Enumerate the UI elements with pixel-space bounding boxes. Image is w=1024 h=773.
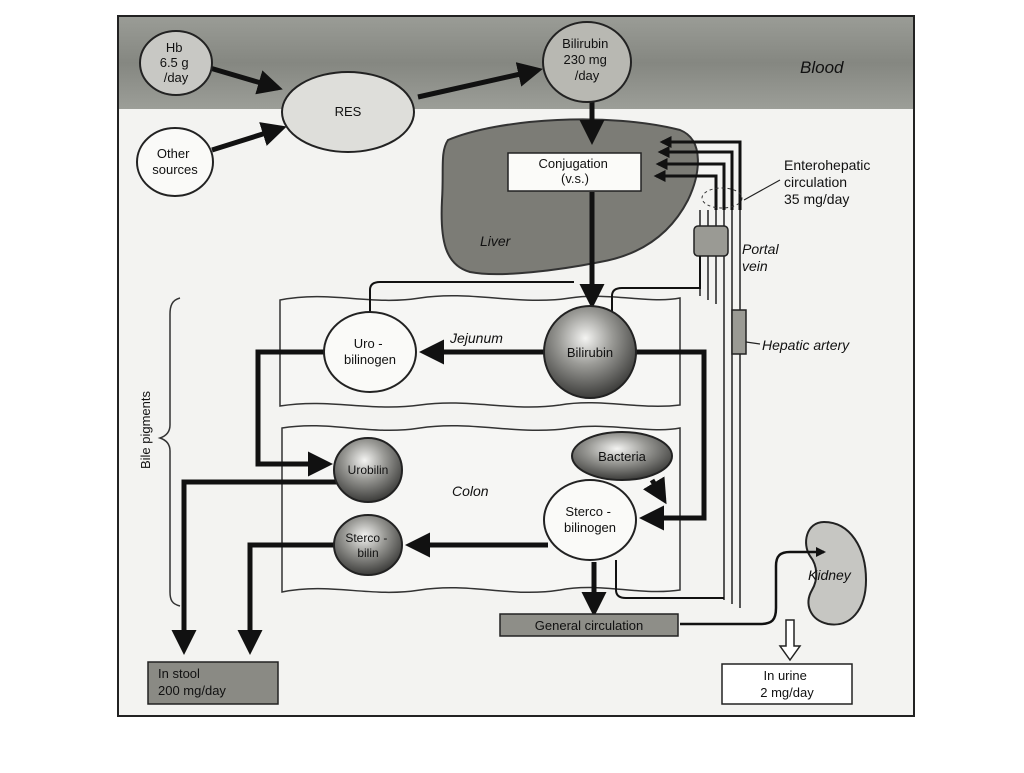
- arrow-bacteria-to-stercobilinogen: [642, 476, 667, 505]
- conjugation-label: Conjugation (v.s.): [538, 156, 611, 186]
- bilirubin-gut-label: Bilirubin: [567, 345, 613, 360]
- res-label: RES: [335, 104, 362, 119]
- stercobilin-node: [333, 514, 403, 576]
- urobilinogen-label: Uro - bilinogen: [344, 336, 396, 367]
- hepatic-artery-pointer: [745, 341, 761, 345]
- colon-label: Colon: [452, 483, 489, 499]
- in-urine-box: [721, 663, 853, 705]
- blood-band: [119, 17, 913, 109]
- urobilinogen-node: [323, 311, 417, 393]
- res-node: [281, 71, 415, 153]
- arrow-urobilinogen-to-urobilin: [255, 349, 333, 477]
- bilirubin-blood-label: Bilirubin 230 mg /day: [562, 36, 612, 83]
- bacteria-label: Bacteria: [598, 449, 646, 464]
- arrow-stercobilin-to-stool: [237, 542, 336, 655]
- jejunum-label: Jejunum: [449, 330, 503, 346]
- hepatic-artery-label: Hepatic artery: [762, 337, 850, 353]
- bile-pigments-label: Bile pigments: [138, 390, 153, 469]
- jejunum-return-left: [369, 281, 574, 312]
- enterohepatic-pointer: [743, 179, 781, 201]
- enterohepatic-label: Enterohepatic circulation 35 mg/day: [784, 157, 874, 207]
- hb-label: Hb 6.5 g /day: [160, 40, 193, 85]
- arrow-bilirubin-to-stercobilinogen: [634, 349, 707, 531]
- general-circulation-box: [499, 613, 679, 637]
- other-sources-node: [136, 127, 214, 197]
- hb-node: [139, 30, 213, 96]
- stercobilinogen-to-portal: [615, 560, 724, 599]
- arrow-general-to-kidney: [680, 547, 826, 626]
- enterohepatic-arrow-3: [655, 158, 726, 210]
- general-circulation-label: General circulation: [535, 618, 643, 633]
- in-stool-box: [147, 661, 279, 705]
- hepatic-artery-cuff: [731, 309, 747, 355]
- conjugation-box: [507, 152, 642, 192]
- enterohepatic-arrow-1: [659, 136, 742, 210]
- arrow-hb-to-res: [209, 65, 283, 95]
- bacteria-node: [571, 431, 673, 481]
- urobilin-node: [333, 437, 403, 503]
- urobilin-label: Urobilin: [348, 463, 389, 477]
- bilirubin-blood-node: [542, 21, 632, 103]
- blood-label: Blood: [800, 58, 844, 77]
- portal-vein-cuff: [693, 225, 729, 257]
- arrow-urobilin-to-stool: [171, 479, 344, 655]
- enterohepatic-arrow-4: [653, 170, 718, 210]
- enterohepatic-arrow-2: [657, 146, 734, 210]
- in-urine-label: In urine 2 mg/day: [760, 668, 814, 700]
- bilirubin-gut-node: [543, 305, 637, 399]
- kidney-label: Kidney: [808, 567, 852, 583]
- stercobilinogen-label: Sterco - bilinogen: [564, 504, 616, 535]
- enterohepatic-dashed-ring: [701, 187, 743, 209]
- portal-vein-label: Portal vein: [742, 241, 782, 274]
- arrow-res-to-bilirubin: [417, 62, 543, 100]
- arrow-other-to-res: [211, 122, 287, 153]
- stercobilin-label: Sterco - bilin: [345, 531, 390, 560]
- jejunum-return-right: [611, 256, 701, 312]
- arrow-kidney-to-urine: [778, 619, 802, 662]
- bile-pigments-brace: [157, 297, 181, 607]
- liver-label: Liver: [480, 233, 512, 249]
- other-sources-label: Other sources: [152, 146, 198, 177]
- in-stool-label: In stool 200 mg/day: [158, 666, 226, 698]
- stercobilinogen-node: [543, 479, 637, 561]
